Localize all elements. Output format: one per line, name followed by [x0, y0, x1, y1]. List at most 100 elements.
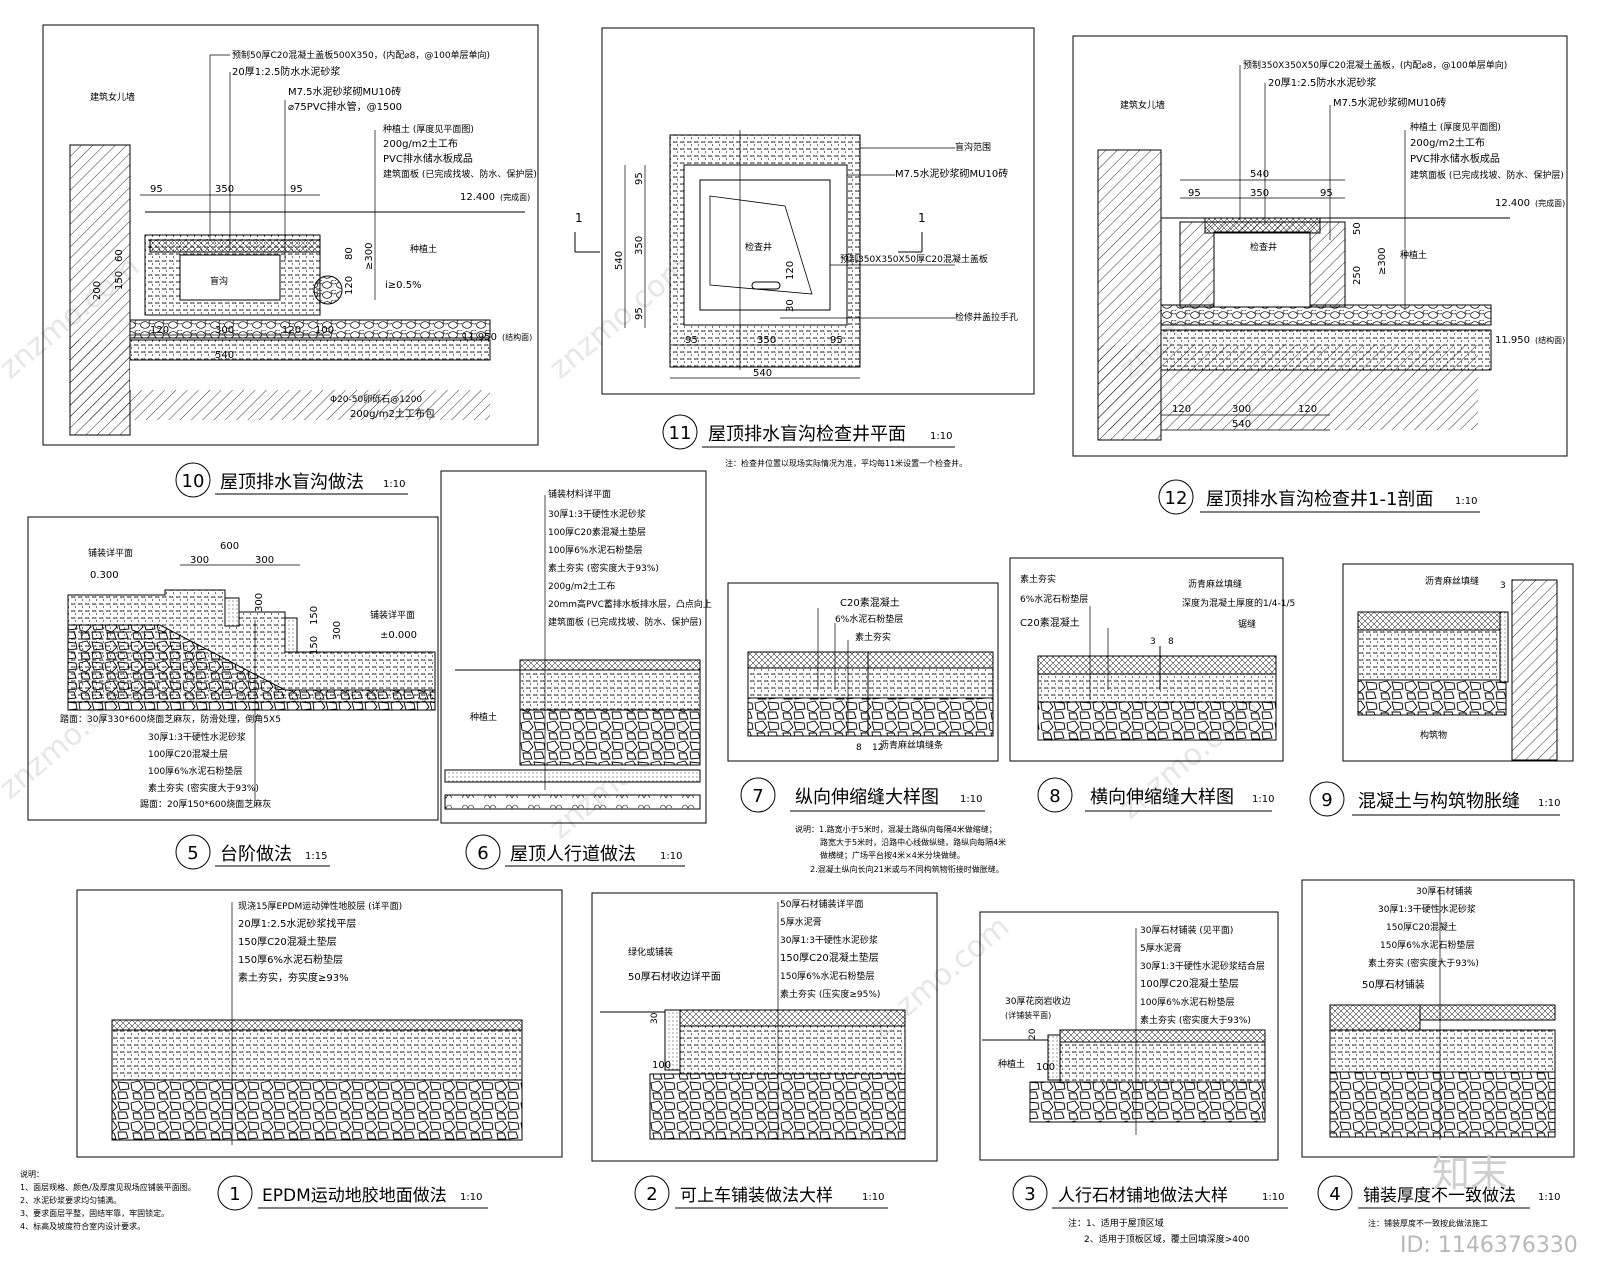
svg-text:构筑物: 构筑物 [1420, 729, 1447, 741]
svg-text:PVC排水储水板成品: PVC排水储水板成品 [383, 152, 473, 165]
svg-text:种植土: 种植土 [470, 711, 497, 723]
svg-text:350: 350 [215, 184, 234, 195]
svg-text:素土夯实 (压实度≥95%): 素土夯实 (压实度≥95%) [780, 988, 880, 1000]
detail-4: 30厚石材铺装 30厚1:3干硬性水泥砂浆 150厚C20混凝土 150厚6%水… [1301, 879, 1575, 1228]
detail-title: 台阶做法 [220, 844, 292, 865]
svg-text:120: 120 [344, 276, 355, 295]
svg-text:≥300: ≥300 [1377, 248, 1388, 275]
svg-text:盲沟范围: 盲沟范围 [955, 141, 991, 153]
svg-text:150厚C20混凝土垫层: 150厚C20混凝土垫层 [238, 935, 337, 948]
svg-text:9: 9 [1321, 790, 1332, 811]
svg-text:12.400: 12.400 [1495, 198, 1530, 209]
detail-title: 屋顶排水盲沟检查井平面 [708, 424, 906, 445]
svg-text:80: 80 [344, 247, 355, 260]
detail-title: 纵向伸缩缝大样图 [795, 787, 939, 808]
svg-text:150厚C20混凝土垫层: 150厚C20混凝土垫层 [780, 951, 879, 964]
detail-frame [440, 470, 707, 824]
svg-text:(完成面): (完成面) [1535, 198, 1565, 208]
svg-text:M7.5水泥砂浆砌MU10砖: M7.5水泥砂浆砌MU10砖 [895, 167, 1008, 180]
svg-text:540: 540 [215, 350, 234, 361]
detail-11: 检查井 1 1 盲沟范围 M7.5水泥砂浆砌MU10砖 预制350X350X50… [574, 27, 1035, 468]
svg-text:说明：: 说明： [20, 1169, 44, 1179]
svg-text:M7.5水泥砂浆砌MU10砖: M7.5水泥砂浆砌MU10砖 [1333, 96, 1446, 109]
svg-text:(结构面): (结构面) [1535, 335, 1565, 345]
svg-text:540: 540 [1250, 169, 1269, 180]
svg-text:预制50厚C20混凝土盖板500X350，(内配⌀8，@10: 预制50厚C20混凝土盖板500X350，(内配⌀8，@100单层单向) [232, 49, 490, 61]
svg-text:⌀75PVC排水管，@1500: ⌀75PVC排水管，@1500 [288, 100, 402, 113]
detail-number-circle [175, 462, 211, 498]
svg-text:6: 6 [477, 843, 488, 864]
svg-text:540: 540 [614, 251, 625, 270]
svg-text:1:10: 1:10 [1262, 1192, 1284, 1203]
svg-text:素土夯实 (密实度大于93%): 素土夯实 (密实度大于93%) [1140, 1014, 1251, 1026]
svg-text:50厚石材铺装: 50厚石材铺装 [1362, 978, 1425, 991]
svg-text:200: 200 [92, 281, 103, 300]
svg-text:100: 100 [315, 325, 334, 336]
svg-text:素土夯实: 素土夯实 [1020, 573, 1056, 585]
svg-text:60: 60 [114, 249, 125, 262]
svg-text:i≥0.5%: i≥0.5% [385, 280, 422, 291]
svg-text:注：1、适用于屋顶区域: 注：1、适用于屋顶区域 [1068, 1217, 1164, 1229]
svg-text:1:10: 1:10 [862, 1192, 884, 1203]
svg-text:M7.5水泥砂浆砌MU10砖: M7.5水泥砂浆砌MU10砖 [288, 85, 401, 98]
svg-text:100厚C20混凝土垫层: 100厚C20混凝土垫层 [1140, 977, 1239, 990]
svg-text:11: 11 [669, 423, 692, 444]
svg-text:300: 300 [254, 593, 265, 612]
svg-text:1:10: 1:10 [1538, 798, 1560, 809]
svg-text:30厚1:3干硬性水泥砂浆: 30厚1:3干硬性水泥砂浆 [780, 934, 878, 946]
detail-10: 盲沟 种植土 建筑女儿墙 预制50厚C20混凝土盖板500X350，(内配⌀8，… [42, 24, 539, 498]
svg-text:95: 95 [634, 172, 645, 185]
svg-text:沥青麻丝填缝: 沥青麻丝填缝 [1188, 578, 1242, 590]
leaders [209, 54, 376, 300]
svg-text:1:10: 1:10 [460, 1192, 482, 1203]
svg-text:建筑面板 (已完成找坡、防水、保护层): 建筑面板 (已完成找坡、防水、保护层) [1410, 169, 1564, 181]
svg-text:120: 120 [282, 325, 301, 336]
svg-text:350: 350 [757, 335, 776, 346]
svg-text:150厚6%水泥石粉垫层: 150厚6%水泥石粉垫层 [1380, 939, 1474, 951]
svg-text:检查井: 检查井 [1250, 241, 1277, 253]
svg-text:1:10: 1:10 [960, 794, 982, 805]
detail-6: 种植土 铺装材料详平面 30厚1:3干硬性水泥砂浆 100厚C20素混凝土垫层 … [440, 470, 712, 870]
detail-8: 素土夯实 6%水泥石粉垫层 C20素混凝土 沥青麻丝填缝 深度为混凝土厚度的1/… [1009, 557, 1295, 813]
svg-text:沥青麻丝填缝条: 沥青麻丝填缝条 [880, 739, 943, 751]
svg-text:3、要求面层平整，固结牢靠，牢固锁定。: 3、要求面层平整，固结牢靠，牢固锁定。 [20, 1208, 169, 1218]
svg-text:0.300: 0.300 [90, 570, 119, 581]
svg-text:250: 250 [1352, 266, 1363, 285]
svg-text:5厚水泥膏: 5厚水泥膏 [780, 916, 822, 928]
svg-text:4: 4 [1329, 1184, 1340, 1205]
svg-text:20: 20 [1028, 1028, 1038, 1040]
svg-text:C20素混凝土: C20素混凝土 [1020, 616, 1080, 629]
svg-text:6%水泥石粉垫层: 6%水泥石粉垫层 [1020, 593, 1088, 605]
svg-text:3: 3 [1500, 581, 1506, 591]
svg-text:(详铺装平面): (详铺装平面) [1005, 1010, 1051, 1020]
svg-text:30: 30 [785, 299, 796, 312]
svg-text:95: 95 [1188, 188, 1201, 199]
svg-text:C20素混凝土: C20素混凝土 [840, 596, 900, 609]
svg-text:锯缝: 锯缝 [1238, 618, 1256, 630]
svg-text:建筑女儿墙: 建筑女儿墙 [90, 91, 135, 103]
svg-text:素土夯实 (密实度大于93%): 素土夯实 (密实度大于93%) [1368, 957, 1479, 969]
svg-text:95: 95 [634, 307, 645, 320]
svg-text:20厚1:2.5水泥砂浆找平层: 20厚1:2.5水泥砂浆找平层 [238, 917, 356, 930]
detail-title: 混凝土与构筑物胀缝 [1358, 791, 1520, 812]
image-id: ID: 1146376330 [1400, 1233, 1578, 1258]
detail-frame [1009, 557, 1284, 762]
svg-text:1:10: 1:10 [1538, 1192, 1560, 1203]
svg-text:120: 120 [1298, 404, 1317, 415]
detail-5: 600 300 300 150 150 300 300 0.300 ±0.000… [27, 516, 439, 870]
detail-frame [76, 889, 563, 1158]
svg-text:盲沟: 盲沟 [210, 275, 228, 287]
svg-text:100厚6%水泥石粉垫层: 100厚6%水泥石粉垫层 [1140, 996, 1234, 1008]
svg-text:350: 350 [634, 236, 645, 255]
svg-text:素土夯实，夯实度≥93%: 素土夯实，夯实度≥93% [238, 971, 349, 984]
lift-hole [751, 281, 781, 290]
svg-text:种植土: 种植土 [410, 243, 437, 255]
blind-ditch [179, 254, 281, 301]
svg-text:20厚1:2.5防水水泥砂浆: 20厚1:2.5防水水泥砂浆 [232, 65, 340, 78]
brand-logo: 知末 ID: 1146376330 [1400, 1152, 1578, 1258]
svg-text:铺装材料详平面: 铺装材料详平面 [548, 488, 611, 500]
svg-text:540: 540 [753, 368, 772, 379]
svg-text:素土夯实: 素土夯实 [855, 631, 891, 643]
detail-title: 屋顶排水盲沟检查井1-1剖面 [1206, 489, 1433, 510]
